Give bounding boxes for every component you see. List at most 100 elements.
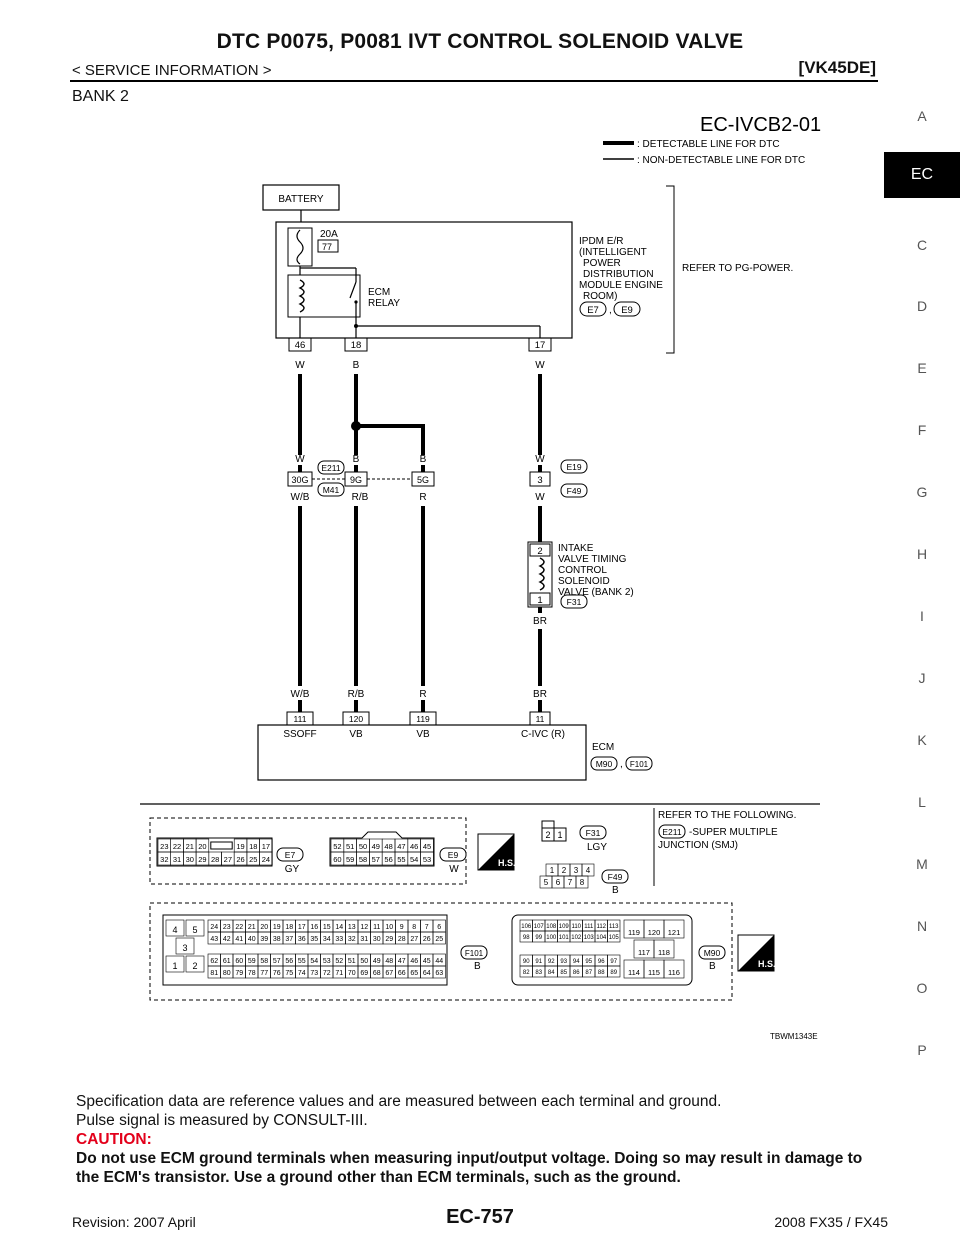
pin-label: 22 [235, 924, 243, 931]
pin-label: 32 [160, 855, 168, 864]
side-tab-i[interactable]: I [920, 608, 924, 624]
pin-label: 9 [400, 924, 404, 931]
pin-cell [575, 875, 589, 889]
side-tab-ec-active[interactable]: EC [884, 152, 960, 198]
page-number: EC-757 [446, 1206, 514, 1228]
pin-label: 18 [285, 924, 293, 931]
pin-label: 73 [310, 970, 318, 977]
pin-label: 86 [573, 970, 580, 976]
e19-color-bottom: W [535, 492, 545, 503]
pin-label: 116 [668, 968, 680, 977]
f101-view-color: B [474, 961, 481, 972]
side-tab-p[interactable]: P [917, 1042, 927, 1058]
pin-label: 15 [323, 924, 331, 931]
fuse-rating: 20A [320, 229, 338, 240]
pin-label: 37 [285, 936, 293, 943]
pin-label: 110 [571, 924, 581, 930]
pin-label: 95 [585, 959, 592, 965]
pin-label: 26 [423, 936, 431, 943]
connector-view-frame-upper [149, 817, 467, 885]
e7-key [210, 841, 233, 850]
junction-color-b-2: B [420, 454, 427, 465]
ecm-terminal-111: 111 [294, 714, 307, 724]
pin-cell [607, 965, 621, 978]
pin-label: 23 [223, 924, 231, 931]
pin-label: 28 [398, 936, 406, 943]
side-tab-e[interactable]: E [917, 360, 927, 376]
pin-label: 72 [323, 970, 331, 977]
ecm-relay-label-2: RELAY [368, 298, 400, 309]
side-tab-g[interactable]: G [916, 484, 928, 500]
refer-pg-power: REFER TO PG-POWER. [682, 263, 793, 274]
revision: Revision: 2007 April [72, 1214, 196, 1230]
pin-label: 30 [186, 855, 194, 864]
connector-e211: E211 [321, 463, 340, 473]
side-tab-a[interactable]: A [917, 108, 927, 124]
pin-cell [653, 939, 675, 959]
side-tab-c[interactable]: C [916, 237, 928, 253]
pin-label: 64 [423, 970, 431, 977]
pin-label: 50 [359, 842, 367, 851]
pin-label: 40 [248, 936, 256, 943]
pin-cell [185, 919, 205, 937]
ecm-color-wb: W/B [291, 689, 310, 700]
wire-color-b-1: B [353, 360, 360, 371]
pin-label: 59 [248, 958, 256, 965]
side-tab-h[interactable]: H [916, 546, 928, 562]
pin-label: 118 [658, 948, 670, 957]
model-tag: [VK45DE] [798, 58, 876, 77]
pin-label: 20 [260, 924, 268, 931]
refer-bracket [666, 185, 675, 354]
wire-color-w-2: W [535, 360, 545, 371]
solenoid-label-5: VALVE (BANK 2) [558, 587, 634, 598]
pin-label: 52 [333, 842, 341, 851]
e9-view-color: W [449, 864, 459, 875]
pin-label: 48 [385, 958, 393, 965]
pin-label: 89 [610, 970, 617, 976]
side-tab-o[interactable]: O [916, 980, 928, 996]
pin-label: 1 [172, 961, 177, 971]
pin-cell [185, 955, 205, 973]
side-tab-m[interactable]: M [916, 856, 928, 872]
side-tab-j[interactable]: J [918, 670, 926, 686]
fuse-icon [296, 229, 304, 265]
legend-detectable: : DETECTABLE LINE FOR DTC [637, 139, 780, 150]
ipdm-label-4: DISTRIBUTION [583, 269, 654, 280]
hs-label-1: H.S. [498, 858, 516, 868]
page-title: DTC P0075, P0081 IVT CONTROL SOLENOID VA… [216, 30, 744, 53]
e19-color-top: W [535, 454, 545, 465]
pin-label: 98 [523, 935, 530, 941]
side-tab-l[interactable]: L [918, 794, 926, 810]
side-tab-d[interactable]: D [916, 298, 928, 314]
pin-label: 76 [273, 970, 281, 977]
f49-view-id: F49 [608, 872, 623, 882]
ipdm-label-1: IPDM E/R [579, 236, 623, 247]
pin-label: 93 [560, 959, 567, 965]
connector-f49: F49 [567, 486, 582, 496]
pin-label: 50 [360, 958, 368, 965]
side-tab-n[interactable]: N [916, 918, 928, 934]
f31-view-id: F31 [586, 828, 601, 838]
pin-label: 1 [550, 866, 555, 875]
pin-label: 21 [248, 924, 256, 931]
pin-label: 13 [348, 924, 356, 931]
pin-cell [165, 955, 185, 973]
pin-label: 91 [535, 959, 542, 965]
pin-label: 28 [211, 855, 219, 864]
side-tab-k[interactable]: K [917, 732, 927, 748]
pin-label: 26 [236, 855, 244, 864]
side-tab-f[interactable]: F [917, 422, 927, 438]
pin-label: 29 [198, 855, 206, 864]
pin-label: 35 [310, 936, 318, 943]
f101-housing [162, 914, 448, 986]
ecm-terminal-name-vb-1: VB [349, 729, 363, 740]
pin-label: 19 [236, 842, 244, 851]
ecm-terminal-name-ssoff: SSOFF [283, 729, 316, 740]
pin-label: 8 [412, 924, 416, 931]
pin-label: 18 [249, 842, 257, 851]
pin-label: 11 [373, 924, 380, 931]
pin-label: 82 [523, 970, 530, 976]
pin-label: 46 [410, 958, 418, 965]
